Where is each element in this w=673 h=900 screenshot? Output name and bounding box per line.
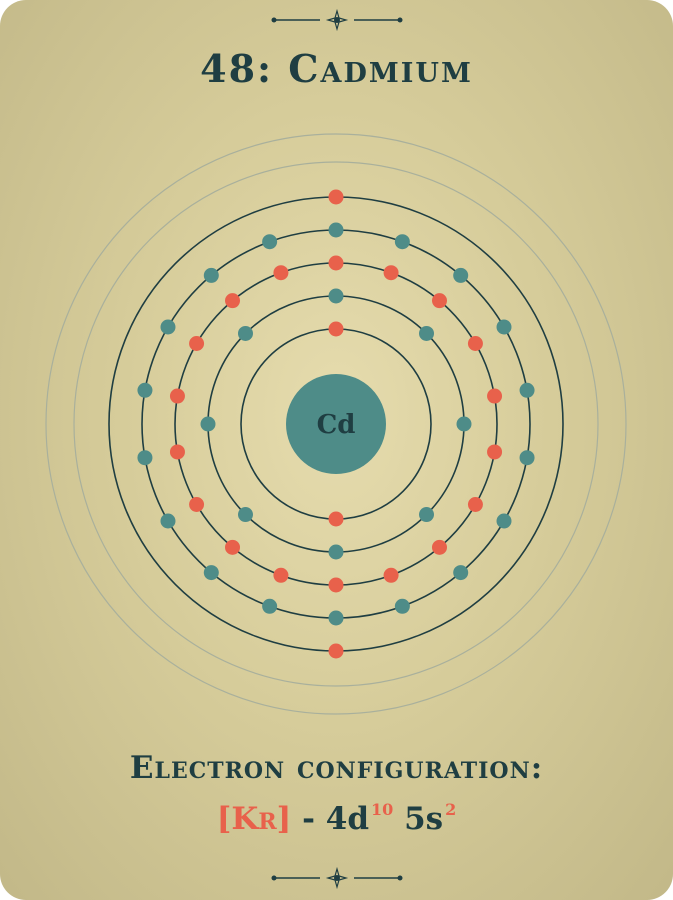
electron-shell-3-3	[431, 293, 447, 309]
electron-shell-5-2	[328, 643, 344, 659]
electron-shell-2-3	[456, 416, 472, 432]
electron-shell-3-14	[169, 444, 185, 460]
electron-shell-3-12	[225, 539, 241, 555]
electron-shell-2-7	[200, 416, 216, 432]
electron-shell-3-17	[225, 293, 241, 309]
electron-shell-4-9	[394, 598, 410, 614]
electron-shell-4-2	[394, 234, 410, 250]
decor-ring-2	[45, 133, 627, 715]
orbital-4d: 4d	[325, 801, 370, 837]
electron-shell-3-5	[487, 388, 503, 404]
electron-shell-2-5	[328, 544, 344, 560]
electron-shell-3-15	[169, 388, 185, 404]
electron-shell-4-4	[496, 319, 512, 335]
electron-shell-3-13	[189, 497, 205, 512]
core-notation: [Kr]	[216, 801, 292, 837]
electron-shell-4-6	[519, 450, 535, 466]
electron-shell-3-11	[273, 567, 289, 583]
top-ornament-icon	[271, 8, 403, 32]
electron-shell-4-12	[203, 565, 219, 581]
electron-shell-3-2	[383, 265, 399, 281]
electron-shell-3-6	[487, 444, 503, 460]
electron-shell-4-3	[453, 267, 469, 283]
electron-shell-3-8	[431, 539, 447, 555]
element-title: 48: Cadmium	[200, 46, 473, 91]
electron-shell-2-6	[237, 507, 253, 523]
electron-shell-4-14	[137, 450, 153, 466]
electron-shell-1-2	[328, 511, 344, 527]
electron-shell-3-9	[383, 567, 399, 583]
nucleus-symbol: Cd	[317, 410, 356, 440]
electron-shell-2-8	[237, 325, 253, 341]
electron-shell-2-1	[328, 288, 344, 304]
electron-shell-4-1	[328, 222, 344, 238]
electron-shell-4-7	[496, 513, 512, 529]
electron-shell-3-1	[328, 255, 344, 271]
orbital-4d-count: 10	[371, 800, 394, 819]
bottom-ornament-icon	[271, 866, 403, 890]
electron-shell-5-1	[328, 189, 344, 205]
electron-shell-4-16	[160, 319, 176, 335]
electron-shell-4-13	[160, 513, 176, 529]
electron-shell-4-18	[262, 234, 278, 250]
orbital-5s: 5s	[404, 801, 444, 837]
electron-shell-3-18	[273, 265, 289, 281]
orbital-5s-count: 2	[445, 800, 457, 819]
decor-ring-1	[73, 161, 599, 687]
config-separator: -	[302, 801, 315, 837]
electron-shell-1-1	[328, 321, 344, 337]
electron-shell-3-7	[467, 497, 483, 512]
nucleus	[286, 374, 386, 474]
electron-shell-2-4	[419, 507, 435, 523]
electron-shell-4-11	[262, 598, 278, 614]
electron-shell-4-10	[328, 610, 344, 626]
config-label: Electron configuration:	[129, 750, 544, 786]
electron-shell-4-15	[137, 382, 153, 398]
electron-shell-4-17	[203, 267, 219, 283]
electron-shell-4-8	[453, 565, 469, 581]
electron-shell-4-5	[519, 382, 535, 398]
electron-shell-3-16	[189, 336, 205, 351]
electron-shell-3-10	[328, 577, 344, 593]
electron-shell-3-4	[467, 336, 483, 351]
electron-shell-2-2	[419, 325, 435, 341]
